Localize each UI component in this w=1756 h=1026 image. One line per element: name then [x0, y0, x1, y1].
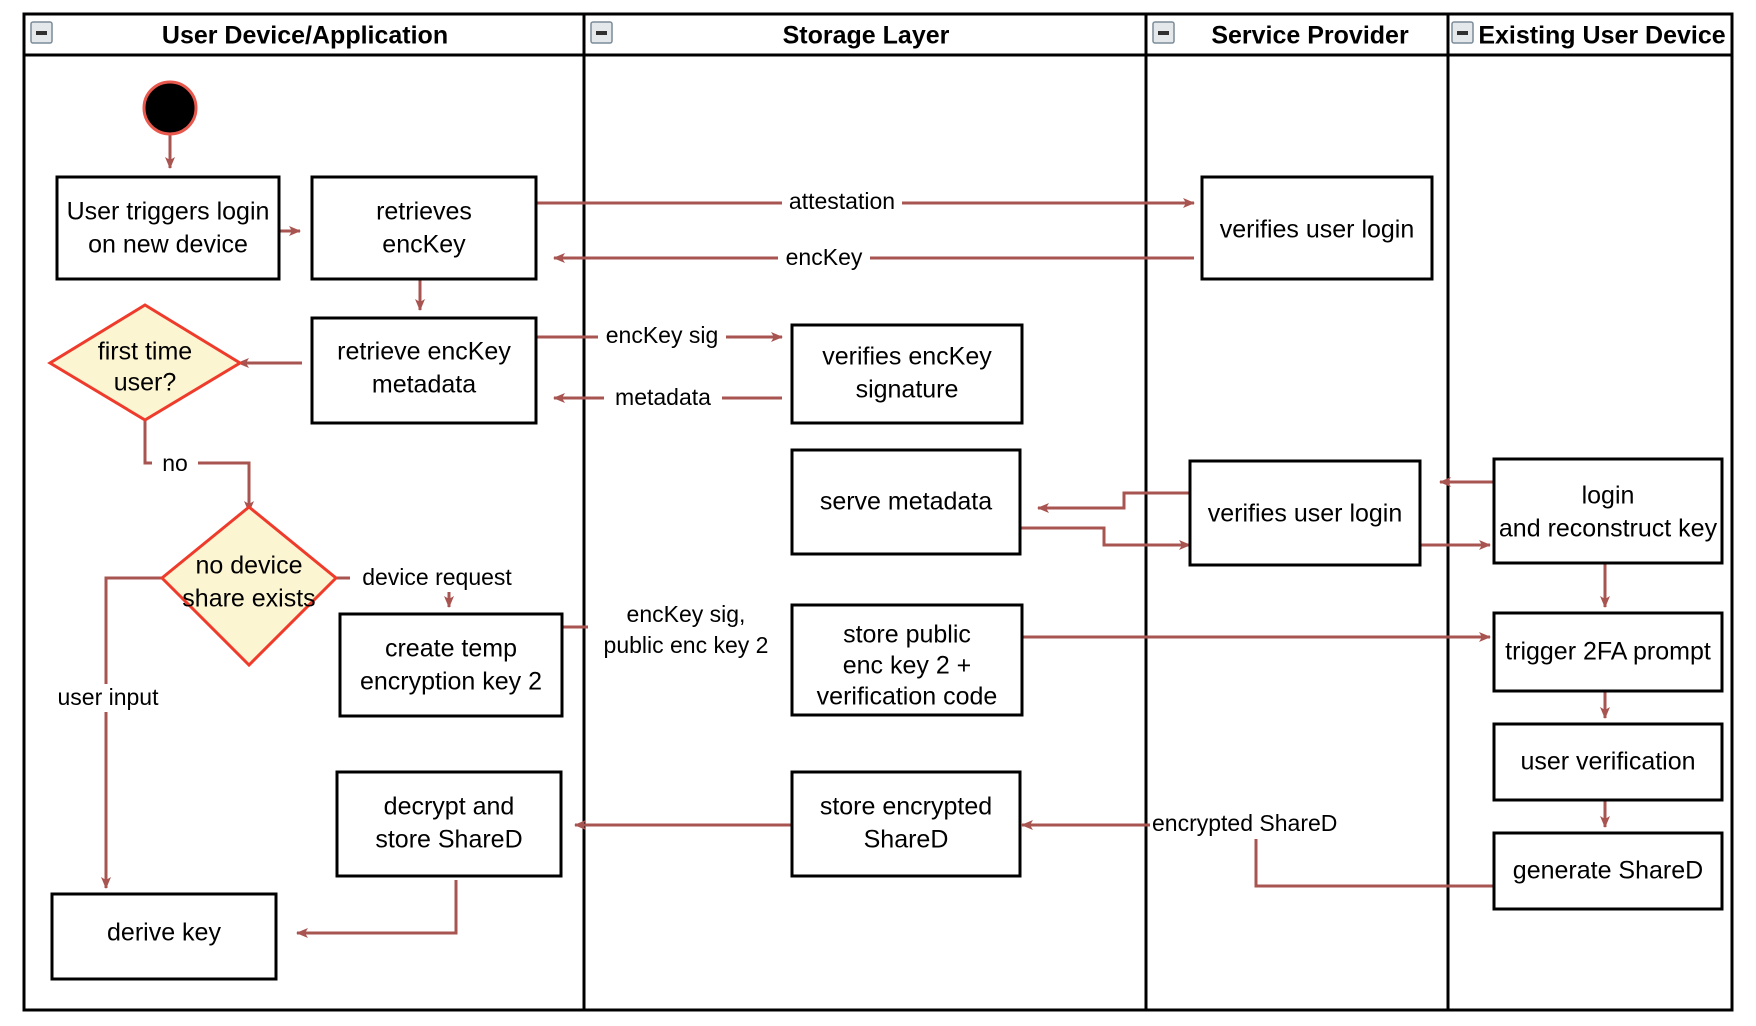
edge-serve-metadata-to-verify: [1020, 526, 1191, 550]
node-label-line: first time: [98, 338, 192, 366]
edge-label-user-input: user input: [57, 684, 159, 710]
node-label-line: decrypt and: [384, 793, 515, 821]
node-generate-shared[interactable]: generate ShareD: [1492, 831, 1724, 911]
node-label-line: verifies user login: [1208, 500, 1403, 528]
collapse-minus-icon[interactable]: [1451, 21, 1474, 44]
edge-label-attestation: attestation: [789, 188, 895, 214]
node-decision-first-time-user[interactable]: first time user?: [47, 303, 243, 422]
node-label-line: ShareD: [864, 826, 949, 854]
edge-label-enckey-sig-public-enc-key-2-line1: encKey sig,: [627, 601, 746, 627]
collapse-minus-icon[interactable]: [590, 21, 613, 44]
node-label-line: user verification: [1520, 748, 1695, 776]
node-trigger-2fa-prompt[interactable]: trigger 2FA prompt: [1492, 611, 1724, 693]
node-label-line: create temp: [385, 635, 517, 663]
node-serve-metadata[interactable]: serve metadata: [790, 448, 1022, 556]
edge-label-metadata: metadata: [615, 384, 711, 410]
lane-header-label: Existing User Device: [1478, 22, 1725, 50]
node-decision-no-device-share-exists[interactable]: no device share exists: [159, 505, 339, 668]
node-label-line: login: [1582, 482, 1635, 510]
node-label-line: retrieve encKey: [337, 338, 511, 366]
node-label-line: verifies encKey: [822, 343, 992, 371]
node-label-line: user?: [114, 369, 177, 397]
node-retrieve-enckey-metadata[interactable]: retrieve encKey metadata: [310, 316, 538, 425]
node-label-line: store encrypted: [820, 793, 992, 821]
edge-label-no: no: [162, 450, 188, 476]
node-login-and-reconstruct-key[interactable]: login and reconstruct key: [1492, 457, 1724, 565]
node-label-line: User triggers login: [67, 198, 270, 226]
lane-header-label: Service Provider: [1211, 22, 1409, 50]
node-store-public-enc-key-2[interactable]: store public enc key 2 + verification co…: [790, 603, 1024, 717]
lane-header-label: User Device/Application: [162, 22, 448, 50]
node-label-line: on new device: [88, 231, 248, 259]
node-label-line: generate ShareD: [1513, 857, 1703, 885]
node-verifies-enckey-signature[interactable]: verifies encKey signature: [790, 323, 1024, 425]
node-user-triggers-login[interactable]: User triggers login on new device: [55, 175, 281, 281]
node-label-line: share exists: [182, 585, 315, 613]
node-label-line: enc key 2 +: [843, 652, 972, 680]
edge-user-input: [101, 576, 165, 889]
node-label-line: no device: [195, 552, 302, 580]
collapse-minus-icon[interactable]: [30, 21, 53, 44]
node-verifies-user-login-top[interactable]: verifies user login: [1200, 175, 1434, 281]
node-decrypt-and-store-shared[interactable]: decrypt and store ShareD: [335, 770, 563, 878]
node-derive-key[interactable]: derive key: [50, 892, 278, 981]
node-label-line: store ShareD: [375, 826, 522, 854]
edge-label-group: attestation encKey encKey sig metadata n…: [50, 188, 1337, 839]
node-label-line: derive key: [107, 919, 221, 947]
node-label-line: serve metadata: [820, 488, 992, 516]
edge-label-device-request: device request: [362, 564, 512, 590]
initial-node: [142, 80, 198, 136]
collapse-minus-icon[interactable]: [1152, 21, 1175, 44]
node-label-line: encryption key 2: [360, 668, 542, 696]
node-label-line: trigger 2FA prompt: [1505, 638, 1711, 666]
node-label-line: retrieves: [376, 198, 472, 226]
edge-verify-to-serve-metadata: [1037, 491, 1190, 513]
lane-header-user-device[interactable]: User Device/Application: [30, 21, 448, 50]
lane-header-label: Storage Layer: [783, 22, 950, 50]
edge-label-enckey-sig: encKey sig: [606, 322, 719, 348]
node-label-line: verifies user login: [1220, 216, 1415, 244]
edge-encrypted-shared: [1021, 820, 1494, 888]
node-label-line: verification code: [817, 683, 998, 711]
lane-header-storage-layer[interactable]: Storage Layer: [590, 21, 950, 50]
node-user-verification[interactable]: user verification: [1492, 722, 1724, 802]
node-verifies-user-login-mid[interactable]: verifies user login: [1188, 459, 1422, 567]
node-retrieves-enckey[interactable]: retrieves encKey: [310, 175, 538, 281]
edge-decrypt-to-derive-key: [296, 880, 458, 938]
lane-header-service-provider[interactable]: Service Provider: [1152, 21, 1409, 50]
edge-label-encrypted-shared: encrypted ShareD: [1152, 810, 1337, 836]
edge-label-enckey-sig-public-enc-key-2-line2: public enc key 2: [604, 632, 769, 658]
node-store-encrypted-shared[interactable]: store encrypted ShareD: [790, 770, 1022, 878]
node-label-line: and reconstruct key: [1499, 515, 1718, 543]
node-label-line: metadata: [372, 371, 476, 399]
edge-label-enckey: encKey: [786, 244, 863, 270]
node-label-line: store public: [843, 621, 971, 649]
lane-header-existing-user-device[interactable]: Existing User Device: [1451, 21, 1726, 50]
node-label-line: signature: [856, 376, 959, 404]
node-create-temp-encryption-key-2[interactable]: create temp encryption key 2: [338, 612, 564, 718]
node-label-line: encKey: [382, 231, 466, 259]
